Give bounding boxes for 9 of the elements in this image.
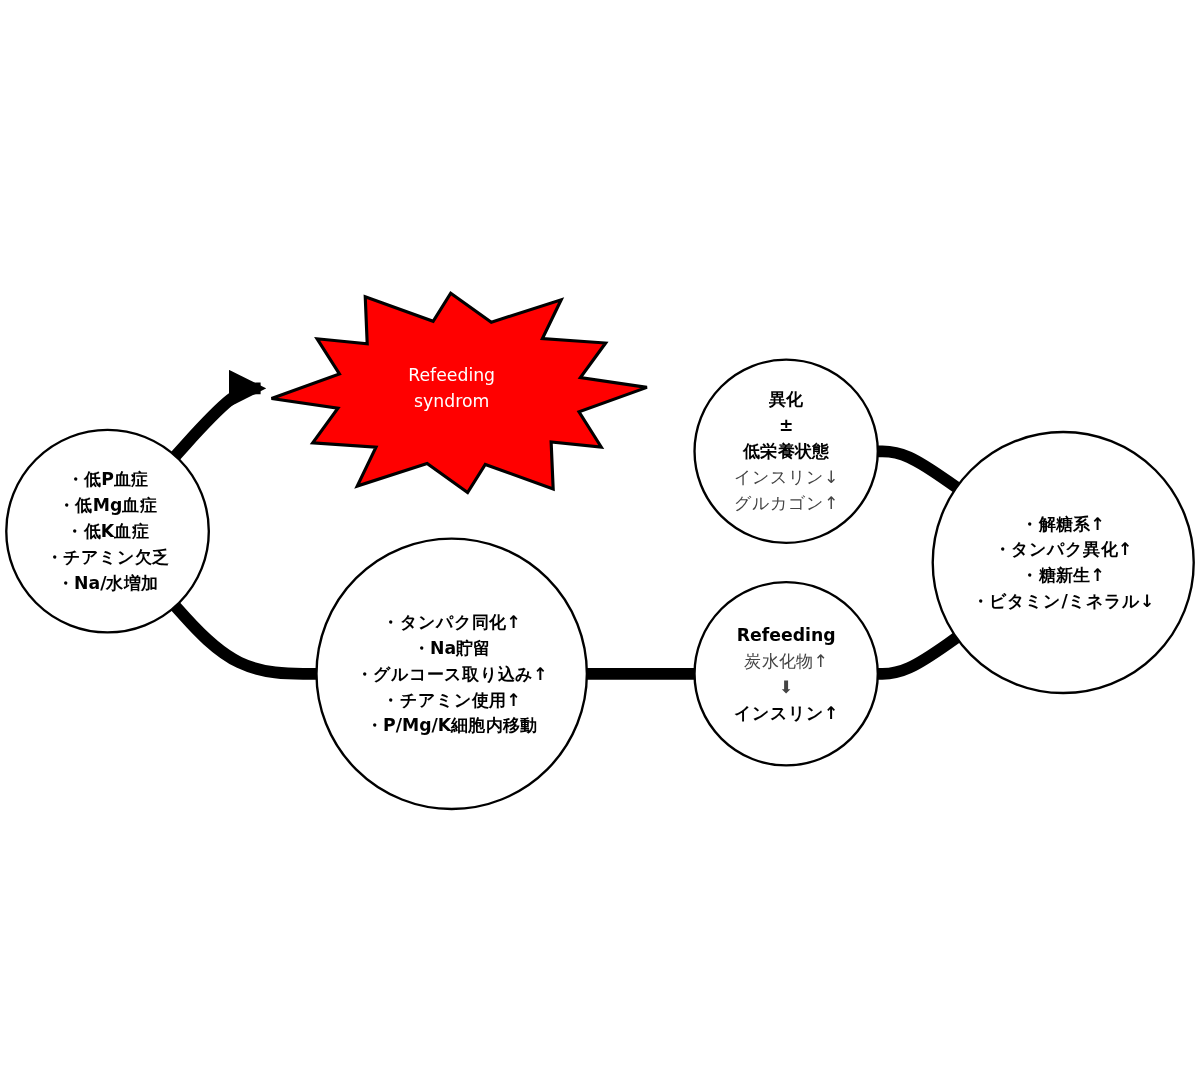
cycle-circle: ・タンパク同化↑ ・Na貯留 ・グルコース取り込み↑ ・チアミン使用↑ ・P/Mg/K細胞内移動 <box>315 537 589 811</box>
cycle-circle: ・解糖系↑ ・タンパク異化↑ ・糖新生↑ ・ビタミン/ミネラル↓ <box>931 430 1195 695</box>
cycle-circle: Refeeding 炭水化物↑ ⬇ インスリン↑ <box>693 581 879 767</box>
cycle-circle: ・低P血症 ・低Mg血症 ・低K血症 ・チアミン欠乏 ・Na/水増加 <box>5 428 210 634</box>
starburst-shape: Refeeding syndrom <box>269 291 649 495</box>
connector-band <box>586 667 696 680</box>
cycle-circle: 異化 ± 低栄養状態 インスリン↓ グルカゴン↑ <box>693 358 879 545</box>
connector-band <box>171 602 317 680</box>
arrow <box>171 369 267 460</box>
